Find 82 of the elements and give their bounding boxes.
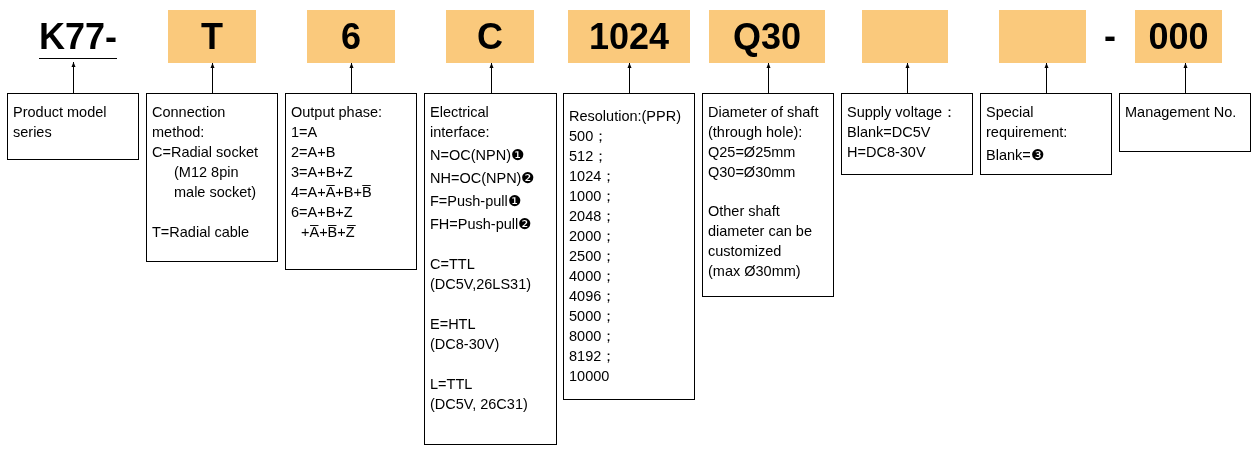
code-segment-box [307,10,395,63]
description-text: C=Radial socket [152,143,259,162]
description-text: (max Ø30mm) [708,262,802,281]
arrow [71,61,76,94]
description-text: 2500； [569,247,618,266]
description-text: H=DC8-30V [847,143,927,162]
description-text: 4=A+A̅+B+B̅ [291,183,373,202]
description-text: 512； [569,147,610,166]
description-box [1119,93,1251,152]
description-box [841,93,973,175]
separator-dash: - [1104,16,1116,56]
description-box [980,93,1112,175]
code-text: Q30 [732,16,801,57]
description-text: 10000 [569,367,611,386]
description-text: (M12 8pin male socket) [173,163,258,202]
description-text: C=TTL [430,255,476,274]
description-text: Other shaft diameter can be customized [708,202,813,261]
code-text: T [201,16,223,57]
code-segment-box [446,10,534,63]
description-heading: Special requirement: [986,103,1069,142]
description-text: T=Radial cable [152,223,251,242]
description-text: (DC5V,26LS31) [430,275,533,294]
arrow [766,62,771,94]
arrow [489,62,494,94]
description-heading: Product model series [13,103,108,142]
description-heading: Resolution:(PPR) [569,107,682,126]
description-text: 500； [569,127,610,146]
description-box [563,93,695,400]
code-segment-box [568,10,690,63]
description-heading: Output phase: [291,103,384,122]
code-segment-box [862,10,948,63]
description-text: FH=Push-pull❷ [430,215,533,234]
description-text: 1=A [291,123,319,142]
description-box [424,93,557,445]
description-text: (DC5V, 26C31) [430,395,529,414]
description-text: L=TTL [430,375,474,394]
code-segment-box [168,10,256,63]
arrow [1044,62,1049,94]
arrow [1183,62,1188,94]
code-segment-box [1135,10,1222,63]
code-text: 6 [341,16,361,57]
description-box [146,93,278,262]
description-text: 4096； [569,287,618,306]
description-text: F=Push-pull❶ [430,192,522,211]
description-heading: Connection method: [152,103,227,142]
code-segment-box [999,10,1086,63]
description-text: 6=A+B+Z [291,203,354,222]
arrow [349,62,354,94]
description-box [702,93,834,297]
description-text: (DC8-30V) [430,335,501,354]
description-heading: Electrical interface: [430,103,491,142]
description-text: Q30=Ø30mm [708,163,797,182]
description-heading: Management No. [1125,103,1238,122]
description-text: Blank=DC5V [847,123,932,142]
description-text: 1000； [569,187,618,206]
description-box [7,93,139,160]
description-box [285,93,417,270]
description-text: 3=A+B+Z [291,163,354,182]
code-text: 000 [1148,16,1209,57]
code-segment-box [709,10,825,63]
description-text: Q25=Ø25mm [708,143,797,162]
description-text: 2048； [569,207,618,226]
description-text: Blank=❸ [986,146,1045,165]
description-heading: Diameter of shaft (through hole): [708,103,820,142]
code-text: 1024 [588,16,670,57]
description-text: 8192； [569,347,618,366]
description-text: E=HTL [430,315,477,334]
description-text: N=OC(NPN)❶ [430,146,525,165]
description-text: 1024； [569,167,618,186]
arrow [210,62,215,94]
model-prefix-text: K77- [39,17,117,59]
description-text: 2=A+B [291,143,337,162]
description-heading: Supply voltage： [847,103,959,122]
description-text: 4000； [569,267,618,286]
description-text: 2000； [569,227,618,246]
description-text: NH=OC(NPN)❷ [430,169,536,188]
arrow [905,62,910,94]
description-text: 5000； [569,307,618,326]
arrow [627,62,632,94]
description-text: 8000； [569,327,618,346]
description-text: +A̅+B̅+Z̅ [300,223,357,242]
code-text: C [477,16,503,57]
